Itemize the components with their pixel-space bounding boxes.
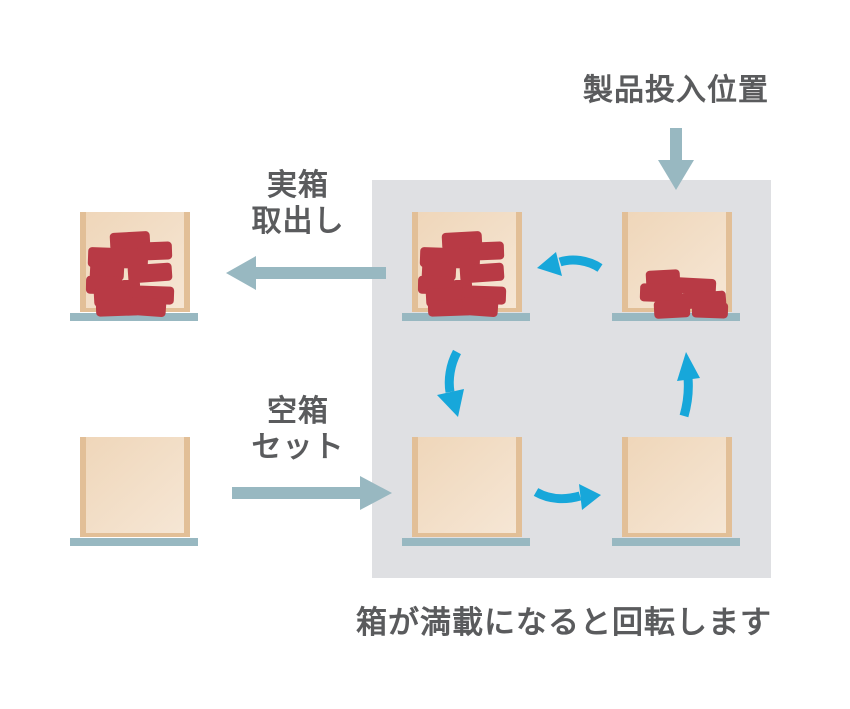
product-item [461,297,499,317]
product-item [129,297,167,317]
product-item [653,299,691,319]
rotate-arrow-bottom [533,484,601,510]
box-floor [622,533,732,537]
rotate-arrow-left [437,349,464,417]
box-body [80,437,190,537]
box-station-rotor-bottom-right [612,437,740,546]
product-item [469,241,505,261]
platform [70,538,198,546]
box-wall-left [622,437,628,537]
platform [402,538,530,546]
box-wall-right [184,212,190,312]
box-floor [412,533,522,537]
product-input-label: 製品投入位置 [583,73,769,108]
product-item [459,262,505,284]
box-wall-right [516,437,522,537]
full-box-out-label-line1: 実箱 [267,168,329,203]
box-station-outside-empty [70,437,198,546]
box-wall-right [516,212,522,312]
empty-box-set-label-line2: セット [251,430,345,465]
product-input-arrow [658,128,694,190]
product-item [127,262,173,284]
platform [70,313,198,321]
box-wall-right [726,437,732,537]
box-station-rotor-bottom-left [402,437,530,546]
rotate-arrow-top [537,252,603,276]
product-item [95,299,141,317]
product-item [671,277,717,295]
box-wall-left [80,212,86,312]
empty-box-in-arrow [232,476,392,510]
full-box-out-arrow [226,256,386,290]
platform [612,538,740,546]
rotate-arrow-right [677,352,700,418]
product-item [427,299,473,317]
product-item [89,261,125,281]
box-wall-right [726,212,732,312]
rotation-caption: 箱が満載になると回転します [356,605,772,641]
full-box-out-label-line2: 取出し [251,204,345,239]
box-floor [80,533,190,537]
product-item [691,301,729,319]
box-wall-right [184,437,190,537]
product-item [137,241,173,261]
box-body [412,437,522,537]
box-wall-left [80,437,86,537]
box-body [622,437,732,537]
box-wall-left [412,212,418,312]
product-item [421,261,457,281]
box-wall-left [622,212,628,312]
empty-box-set-label-line1: 空箱 [267,394,329,429]
platform [402,313,530,321]
product-item [639,283,683,303]
box-wall-left [412,437,418,537]
